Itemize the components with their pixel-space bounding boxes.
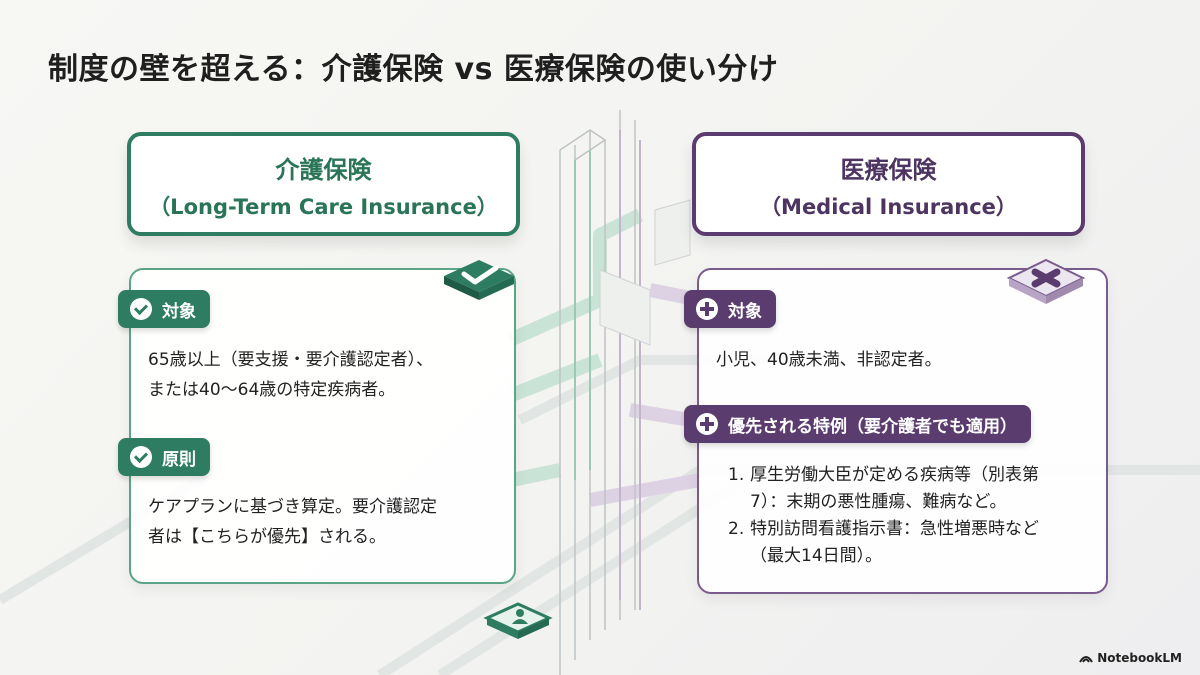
left-principle-label: 原則 (118, 438, 210, 476)
person-icon (483, 602, 553, 639)
right-target-label: 対象 (684, 290, 776, 328)
medical-header-card: 医療保険 （Medical Insurance） (692, 132, 1085, 236)
left-target-label: 対象 (118, 290, 210, 328)
check-circle-icon (130, 298, 152, 320)
exception-list: 1. 厚生労働大臣が定める疾病等（別表第 7）：末期の悪性腫瘍、難病など。 2.… (728, 462, 1039, 570)
long-term-care-subtitle: （Long-Term Care Insurance） (149, 195, 498, 219)
cross-icon (1006, 258, 1086, 304)
right-exception-label: 優先される特例（要介護者でも適用） (684, 405, 1031, 443)
check-icon (444, 260, 514, 300)
notebooklm-logo-icon (1079, 656, 1094, 663)
plus-circle-icon (696, 413, 718, 435)
long-term-care-header-card: 介護保険 （Long-Term Care Insurance） (127, 132, 520, 236)
plus-circle-icon (696, 298, 718, 320)
right-target-text: 小児、40歳未満、非認定者。 (716, 350, 942, 370)
page-title: 制度の壁を超える：介護保険 vs 医療保険の使い分け (48, 52, 779, 87)
list-item: 1. 厚生労働大臣が定める疾病等（別表第 7）：末期の悪性腫瘍、難病など。 (728, 465, 1039, 512)
long-term-care-title: 介護保険 (275, 156, 372, 184)
list-item: 2. 特別訪問看護指示書：急性増悪時など （最大14日間）。 (728, 519, 1039, 566)
notebooklm-brand: NotebookLM (1079, 651, 1182, 665)
check-circle-icon (130, 446, 152, 468)
medical-title: 医療保険 (840, 156, 937, 184)
left-target-text: 65歳以上（要支援・要介護認定者）、 または40〜64歳の特定疾病者。 (148, 350, 434, 400)
medical-subtitle: （Medical Insurance） (760, 195, 1017, 219)
left-principle-text: ケアプランに基づき算定。要介護認定 者は【こちらが優先】される。 (148, 497, 437, 547)
